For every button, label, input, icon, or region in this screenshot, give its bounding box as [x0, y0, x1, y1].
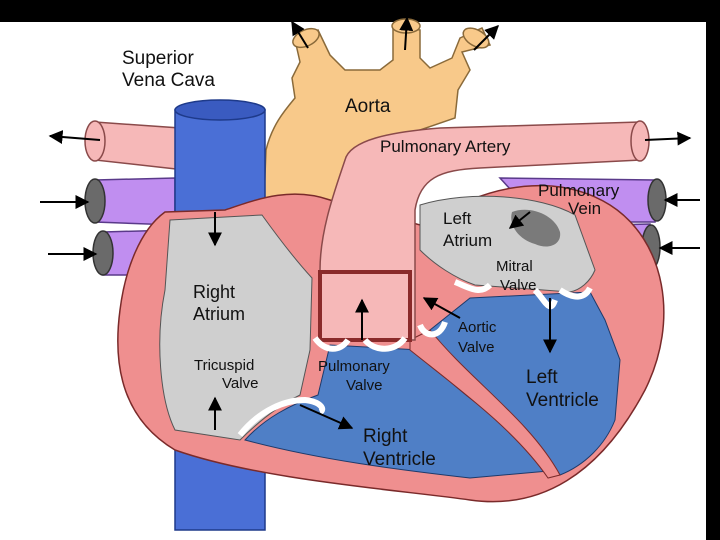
label-aorta: Aorta: [345, 96, 391, 117]
label-left-atrium-line2: Atrium: [443, 231, 492, 250]
right-border: [706, 0, 720, 540]
label-right-ventricle-line2: Ventricle: [363, 449, 436, 470]
label-pulmonary-vein-line2: Vein: [568, 199, 601, 218]
top-border: [0, 0, 720, 22]
tricuspid-valve-shape: [237, 396, 326, 437]
label-aortic-valve-line2: Valve: [458, 339, 494, 356]
vena-cava-opening: [174, 99, 266, 121]
right-pulmonary-vein-upper-end: [647, 178, 667, 222]
flow-arrows: [40, 16, 700, 430]
label-mitral-valve-line1: Mitral: [496, 258, 533, 275]
label-superior-vena-cava-line1: Superior: [122, 48, 194, 69]
label-superior-vena-cava-line2: Vena Cava: [122, 70, 215, 91]
label-pulmonary-vein-line1: Pulmonary: [538, 181, 620, 200]
left-pulmonary-artery-end: [84, 120, 106, 162]
left-pulmonary-artery-tube: [94, 121, 186, 171]
pulmonary-artery-trunk: [319, 121, 641, 341]
label-tricuspid-valve-line1: Tricuspid: [194, 357, 254, 374]
pulmonary-artery-end: [630, 120, 650, 162]
mitral-valve-shape: [453, 279, 593, 310]
right-atrium-chamber: [159, 214, 313, 441]
label-right-atrium-line1: Right: [193, 282, 235, 302]
label-mitral-valve-line2: Valve: [500, 277, 536, 294]
label-pulmonary-valve-line2: Valve: [346, 377, 382, 394]
label-tricuspid-valve-line2: Valve: [222, 375, 258, 392]
septum: [409, 329, 561, 479]
label-pulmonary-artery: Pulmonary Artery: [380, 137, 511, 156]
pulmonary-artery-outline: [318, 270, 412, 342]
pulmonary-valve-shape: [312, 336, 408, 352]
aortic-valve-shape: [417, 320, 448, 338]
label-left-ventricle-line2: Ventricle: [526, 390, 599, 411]
label-right-ventricle-line1: Right: [363, 426, 408, 447]
label-right-atrium-line2: Atrium: [193, 304, 245, 324]
label-aortic-valve-line1: Aortic: [458, 319, 497, 336]
label-left-ventricle-line1: Left: [526, 367, 558, 388]
label-pulmonary-valve-line1: Pulmonary: [318, 358, 390, 375]
label-left-atrium-line1: Left: [443, 209, 472, 228]
